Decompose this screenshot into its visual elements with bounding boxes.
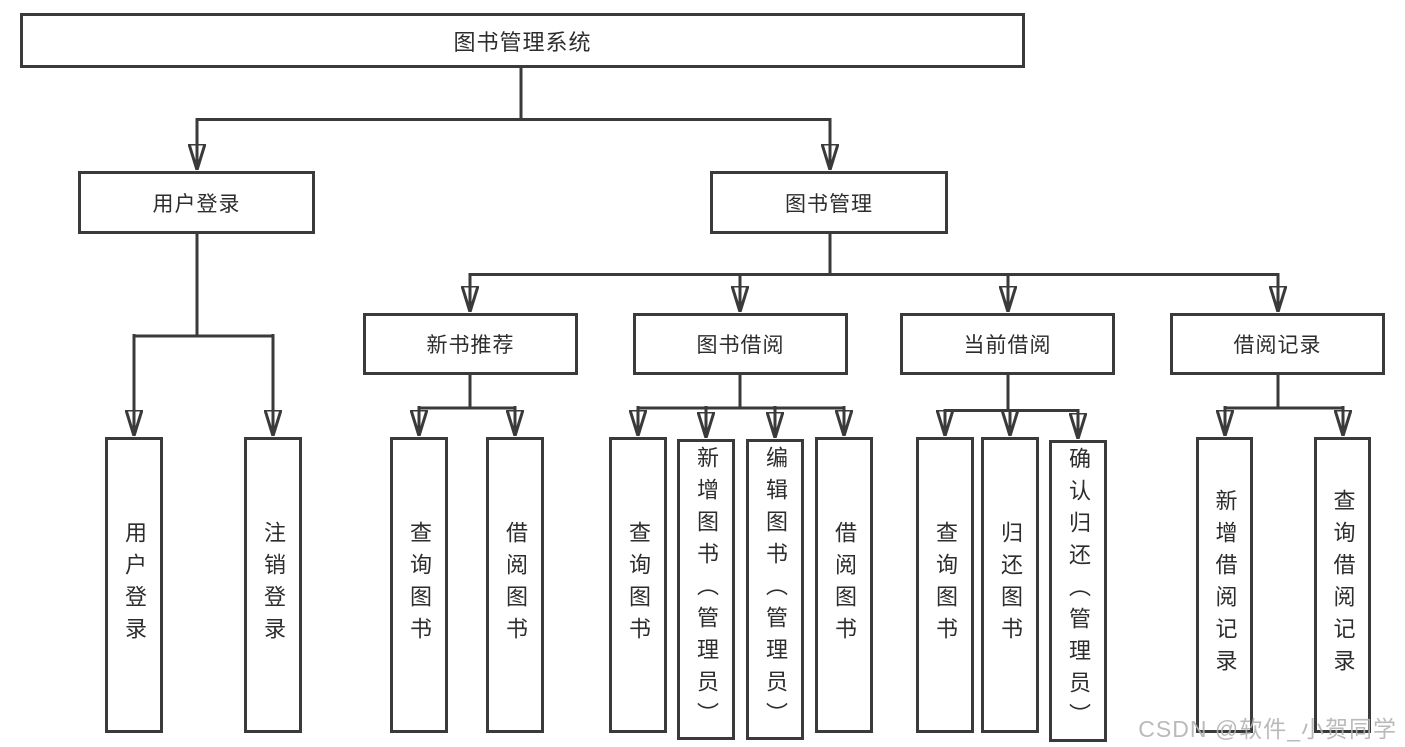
node-current-borrow: 当前借阅 <box>900 313 1115 375</box>
node-root: 图书管理系统 <box>20 13 1025 68</box>
connector-user-login-group <box>134 233 273 338</box>
leaf-confirm-return-admin-label: 确认归还（管理员） <box>1066 447 1091 735</box>
leaf-query-book-current-label: 查询图书 <box>933 521 958 649</box>
leaf-borrow-book: 借阅图书 <box>815 437 873 733</box>
node-new-book-recommend-label: 新书推荐 <box>426 334 515 357</box>
leaf-query-book-borrow: 查询图书 <box>609 437 667 733</box>
leaf-query-book-newbook: 查询图书 <box>390 437 448 733</box>
leaf-borrow-book-label: 借阅图书 <box>832 521 857 649</box>
connector-book-borrow-group <box>638 374 844 410</box>
node-new-book-recommend: 新书推荐 <box>363 313 578 375</box>
node-borrow-record: 借阅记录 <box>1170 313 1385 375</box>
node-book-borrow-label: 图书借阅 <box>696 334 785 357</box>
leaf-query-borrow-record: 查询借阅记录 <box>1314 437 1371 733</box>
leaf-return-book: 归还图书 <box>981 437 1039 733</box>
leaf-add-borrow-record: 新增借阅记录 <box>1196 437 1253 733</box>
leaf-confirm-return-admin: 确认归还（管理员） <box>1049 440 1107 742</box>
connector-current-borrow-group <box>945 374 1078 412</box>
node-user-login: 用户登录 <box>78 171 315 234</box>
connector-book-mgmt-to-level3 <box>470 233 1278 276</box>
leaf-add-book-admin: 新增图书（管理员） <box>677 439 735 740</box>
node-user-login-label: 用户登录 <box>152 192 241 216</box>
node-book-management-label: 图书管理 <box>785 192 873 216</box>
leaf-query-borrow-record-label: 查询借阅记录 <box>1330 489 1356 681</box>
leaf-borrow-book-newbook-label: 借阅图书 <box>503 521 528 649</box>
connector-borrow-record-group <box>1225 374 1343 410</box>
leaf-query-book-borrow-label: 查询图书 <box>626 521 651 649</box>
leaf-add-borrow-record-label: 新增借阅记录 <box>1212 489 1238 681</box>
node-root-label: 图书管理系统 <box>453 29 592 55</box>
leaf-add-book-admin-label: 新增图书（管理员） <box>694 445 719 734</box>
leaf-edit-book-admin: 编辑图书（管理员） <box>746 439 804 740</box>
leaf-return-book-label: 归还图书 <box>998 521 1023 649</box>
node-book-management: 图书管理 <box>710 171 948 234</box>
leaf-logout: 注销登录 <box>244 437 302 733</box>
connector-new-book-group <box>419 374 515 410</box>
leaf-edit-book-admin-label: 编辑图书（管理员） <box>763 445 788 734</box>
leaf-logout-label: 注销登录 <box>261 521 286 649</box>
leaf-user-login-label: 用户登录 <box>122 521 147 649</box>
leaf-query-book-current: 查询图书 <box>916 437 974 733</box>
node-book-borrow: 图书借阅 <box>633 313 848 375</box>
watermark: CSDN @软件_小贺同学 <box>1138 716 1397 742</box>
node-borrow-record-label: 借阅记录 <box>1233 334 1322 357</box>
node-current-borrow-label: 当前借阅 <box>963 334 1052 357</box>
connector-root-to-level2 <box>197 67 830 121</box>
leaf-query-book-newbook-label: 查询图书 <box>407 521 432 649</box>
leaf-borrow-book-newbook: 借阅图书 <box>486 437 544 733</box>
leaf-user-login: 用户登录 <box>105 437 163 733</box>
